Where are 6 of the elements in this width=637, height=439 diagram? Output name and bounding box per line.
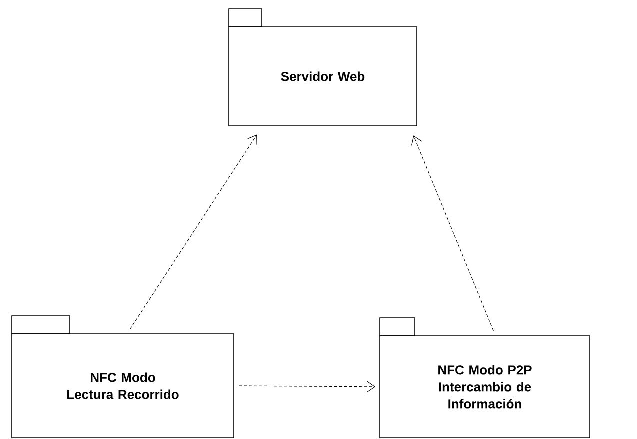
package-box: Servidor Web bbox=[228, 8, 418, 126]
dependency-arrow bbox=[130, 134, 258, 330]
package-box: NFC Modo Lectura Recorrido bbox=[12, 316, 234, 438]
dependency-arrow bbox=[239, 381, 376, 393]
dependency-arrow bbox=[412, 136, 494, 332]
package-box: NFC Modo P2P Intercambio de Información bbox=[380, 318, 590, 438]
